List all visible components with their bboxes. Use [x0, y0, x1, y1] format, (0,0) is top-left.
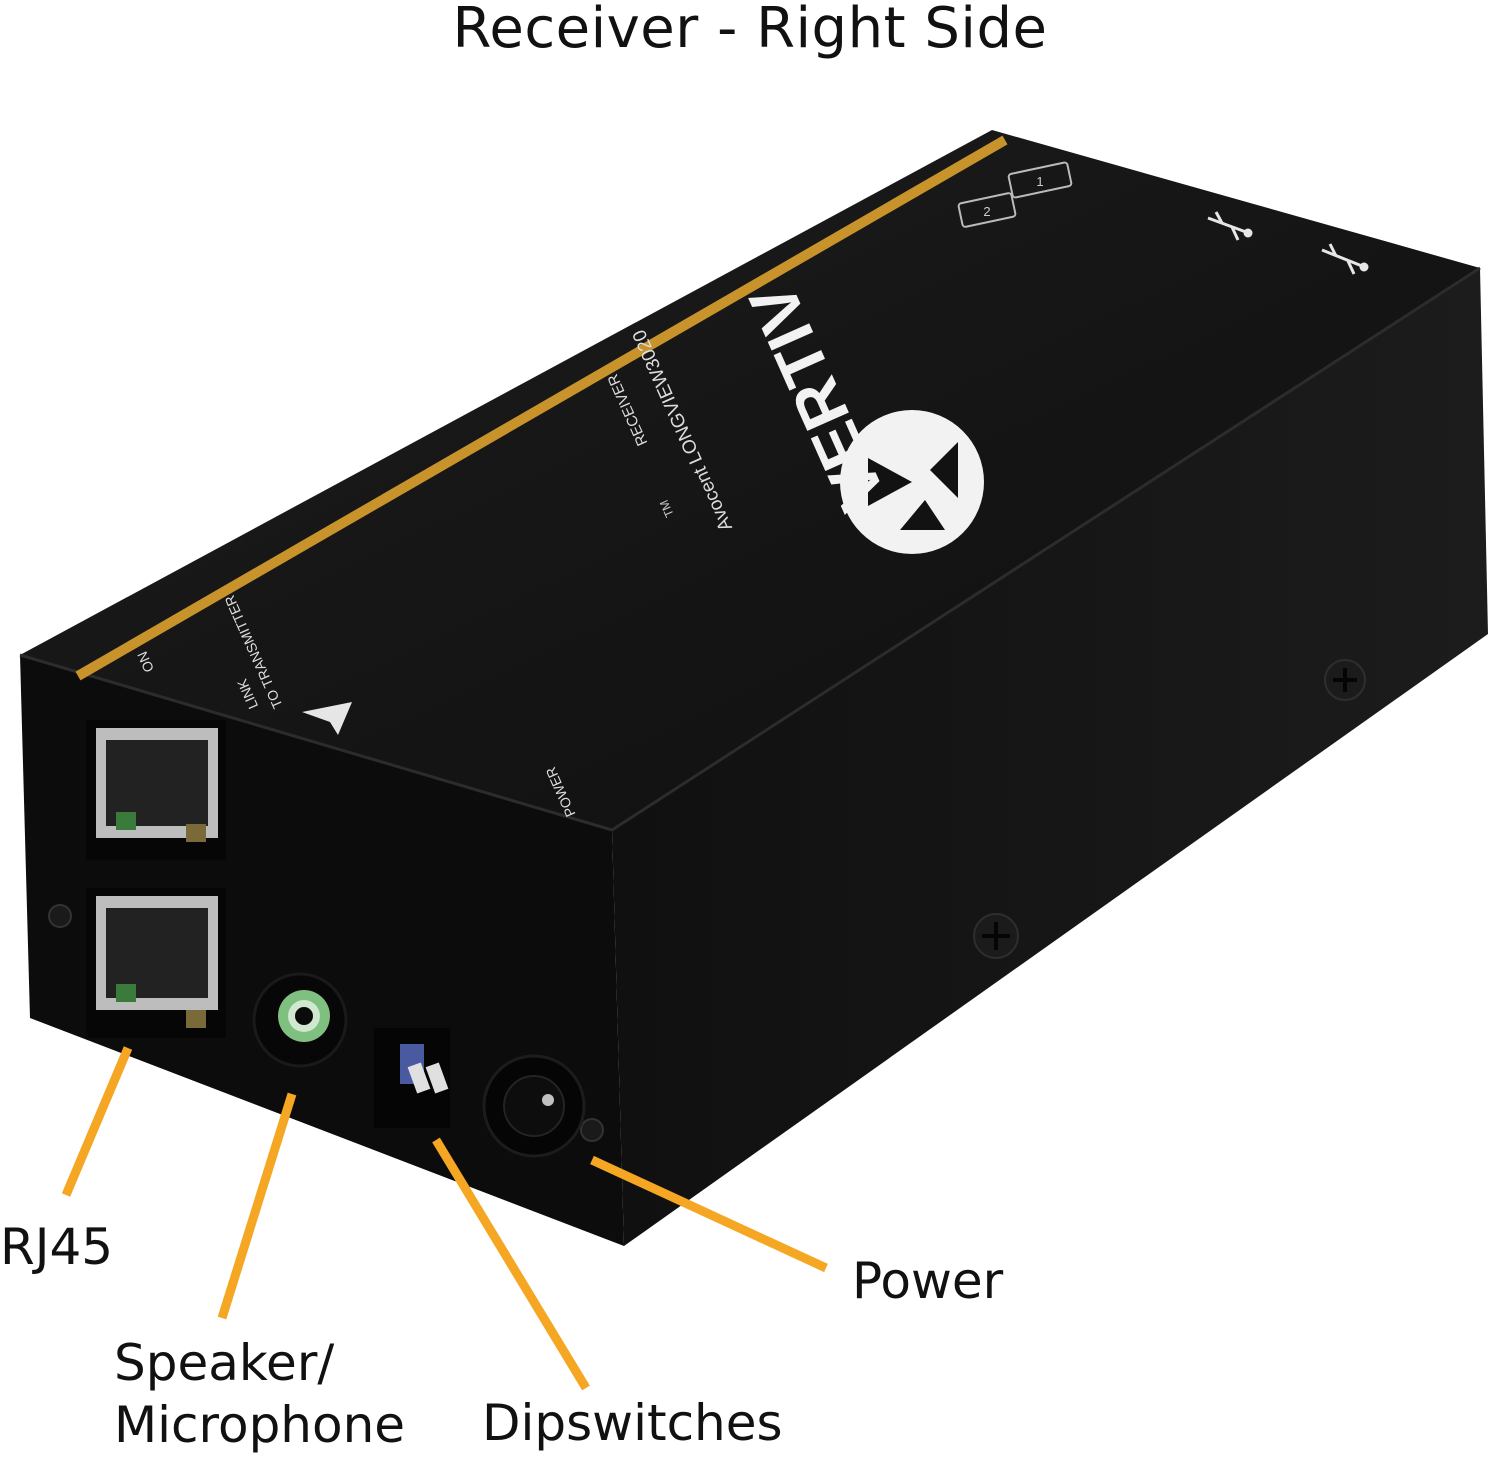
on-label: ON	[134, 649, 157, 675]
usb-icon	[1321, 243, 1369, 275]
device-side-face	[612, 268, 1488, 1246]
svg-text:1: 1	[1036, 174, 1043, 189]
audio-jack	[252, 972, 348, 1068]
callout-speaker-microphone: Speaker/ Microphone	[114, 1332, 405, 1456]
port-2-marker: 2	[957, 192, 1017, 228]
leader-speaker	[217, 1092, 297, 1320]
usb-icon	[1207, 211, 1253, 241]
accent-stripe	[75, 135, 1008, 681]
leader-dipswitches	[432, 1137, 590, 1391]
callout-dipswitches: Dipswitches	[482, 1394, 783, 1452]
rj45-port-upper	[86, 720, 226, 860]
leader-rj45	[61, 1046, 133, 1197]
dipswitch-block	[374, 1028, 450, 1128]
vertiv-logo	[840, 410, 984, 554]
screw	[48, 904, 72, 928]
svg-text:2: 2	[983, 204, 990, 219]
screw	[1324, 659, 1366, 701]
device-top-face	[20, 130, 1480, 830]
screw	[973, 913, 1019, 959]
callout-power: Power	[852, 1252, 1004, 1310]
power-jack	[482, 1054, 586, 1158]
leader-power	[590, 1155, 828, 1273]
callout-rj45: RJ45	[0, 1218, 114, 1276]
link-arrow-icon	[302, 702, 352, 735]
callout-leaders	[61, 1046, 828, 1391]
trademark-mark: TM	[657, 498, 677, 520]
callout-speaker-line2: Microphone	[114, 1396, 406, 1454]
screw	[580, 1118, 604, 1142]
diagram-title: Receiver - Right Side	[452, 0, 1048, 61]
rj45-port-lower	[86, 888, 226, 1038]
port-1-marker: 1	[1007, 161, 1073, 199]
callout-speaker-line1: Speaker/	[114, 1334, 335, 1392]
